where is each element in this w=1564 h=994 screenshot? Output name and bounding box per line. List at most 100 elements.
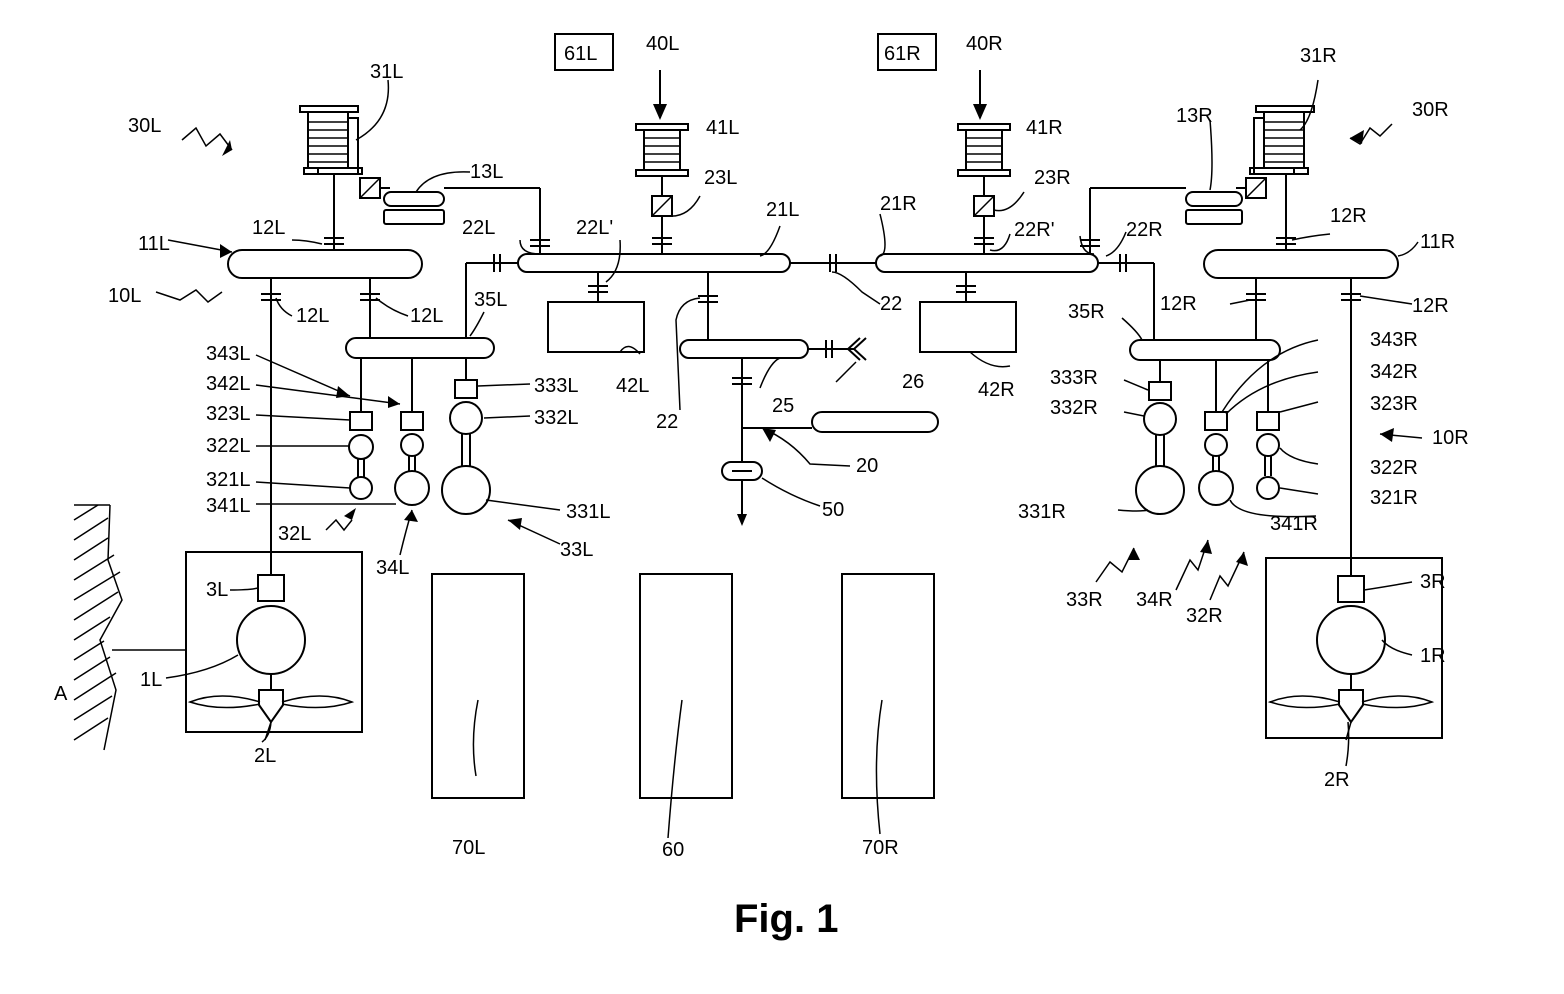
label-22Lp: 22L'	[576, 217, 613, 239]
label-321L: 321L	[206, 469, 251, 491]
label-322R: 322R	[1370, 457, 1418, 479]
label-22L: 22L	[462, 217, 495, 239]
label-41L: 41L	[706, 117, 739, 139]
tank-70R	[842, 574, 934, 798]
component-13R	[1186, 192, 1242, 206]
label-331R: 331R	[1018, 501, 1066, 523]
label-332R: 332R	[1050, 397, 1098, 419]
label-42L: 42L	[616, 375, 649, 397]
label-10L: 10L	[108, 285, 141, 307]
label-12L-top: 12L	[252, 217, 285, 239]
label-34L: 34L	[376, 557, 409, 579]
label-A: A	[54, 683, 68, 705]
label-35R: 35R	[1068, 301, 1105, 323]
label-31R: 31R	[1300, 45, 1337, 67]
propeller-hub-2R	[1339, 690, 1363, 722]
generator-1L	[237, 606, 305, 674]
label-22-mid: 22	[880, 293, 902, 315]
label-22R: 22R	[1126, 219, 1163, 241]
propeller-hub-2L	[259, 690, 283, 722]
label-3L: 3L	[206, 579, 228, 601]
label-342L: 342L	[206, 373, 251, 395]
label-322L: 322L	[206, 435, 251, 457]
label-1L: 1L	[140, 669, 162, 691]
tank-60	[640, 574, 732, 798]
bus-11R	[1204, 250, 1398, 278]
generator-1R	[1317, 606, 1385, 674]
central-network	[518, 70, 1098, 526]
label-12L-c: 12L	[410, 305, 443, 327]
label-41R: 41R	[1026, 117, 1063, 139]
label-1R: 1R	[1420, 645, 1446, 667]
component-13L	[384, 192, 444, 206]
label-61L: 61L	[564, 43, 597, 65]
label-30R: 30R	[1412, 99, 1449, 121]
label-11R: 11R	[1420, 231, 1455, 253]
engine-right	[1266, 558, 1442, 740]
storage-31L	[300, 106, 362, 174]
bus-21L	[518, 254, 790, 272]
label-21R: 21R	[880, 193, 917, 215]
label-342R: 342R	[1370, 361, 1418, 383]
label-20: 20	[856, 455, 878, 477]
label-50: 50	[822, 499, 844, 521]
label-343L: 343L	[206, 343, 251, 365]
label-33R: 33R	[1066, 589, 1103, 611]
label-13L: 13L	[470, 161, 503, 183]
storage-42R	[920, 302, 1016, 352]
right-network	[1080, 106, 1398, 576]
figure-caption: Fig. 1	[734, 897, 838, 941]
label-40L: 40L	[646, 33, 679, 55]
label-323L: 323L	[206, 403, 251, 425]
component-3L	[258, 575, 284, 601]
label-31L: 31L	[370, 61, 403, 83]
label-12R-b: 12R	[1160, 293, 1197, 315]
label-343R: 343R	[1370, 329, 1418, 351]
label-11L: 11L	[138, 233, 170, 255]
label-12R-top: 12R	[1330, 205, 1367, 227]
label-13R: 13R	[1176, 105, 1213, 127]
storage-41R	[958, 124, 1010, 176]
label-333L: 333L	[534, 375, 579, 397]
component-3R	[1338, 576, 1364, 602]
label-3R: 3R	[1420, 571, 1446, 593]
label-70R: 70R	[862, 837, 899, 859]
label-22Rp: 22R'	[1014, 219, 1055, 241]
tank-70L	[432, 574, 524, 798]
storage-42L	[548, 302, 644, 352]
bus-20	[812, 412, 938, 432]
airframe-wall	[74, 505, 186, 750]
label-35L: 35L	[474, 289, 507, 311]
label-23L: 23L	[704, 167, 737, 189]
bus-35L	[346, 338, 494, 358]
label-341L: 341L	[206, 495, 251, 517]
label-21L: 21L	[766, 199, 799, 221]
label-333R: 333R	[1050, 367, 1098, 389]
label-323R: 323R	[1370, 393, 1418, 415]
label-60: 60	[662, 839, 684, 861]
bus-21R	[876, 254, 1098, 272]
label-331L: 331L	[566, 501, 611, 523]
label-22-low: 22	[656, 411, 678, 433]
label-12L-b: 12L	[296, 305, 329, 327]
label-25: 25	[772, 395, 794, 417]
bus-35R	[1130, 340, 1280, 360]
label-30L: 30L	[128, 115, 161, 137]
label-23R: 23R	[1034, 167, 1071, 189]
label-40R: 40R	[966, 33, 1003, 55]
label-42R: 42R	[978, 379, 1015, 401]
label-70L: 70L	[452, 837, 485, 859]
label-10R: 10R	[1432, 427, 1469, 449]
label-12R-c: 12R	[1412, 295, 1449, 317]
label-61R: 61R	[884, 43, 921, 65]
label-2L: 2L	[254, 745, 276, 767]
label-321R: 321R	[1370, 487, 1418, 509]
label-26: 26	[902, 371, 924, 393]
bus-25	[680, 340, 808, 358]
label-341R: 341R	[1270, 513, 1318, 535]
label-32L: 32L	[278, 523, 311, 545]
bus-11L	[228, 250, 422, 278]
label-33L: 33L	[560, 539, 593, 561]
label-32R: 32R	[1186, 605, 1223, 627]
